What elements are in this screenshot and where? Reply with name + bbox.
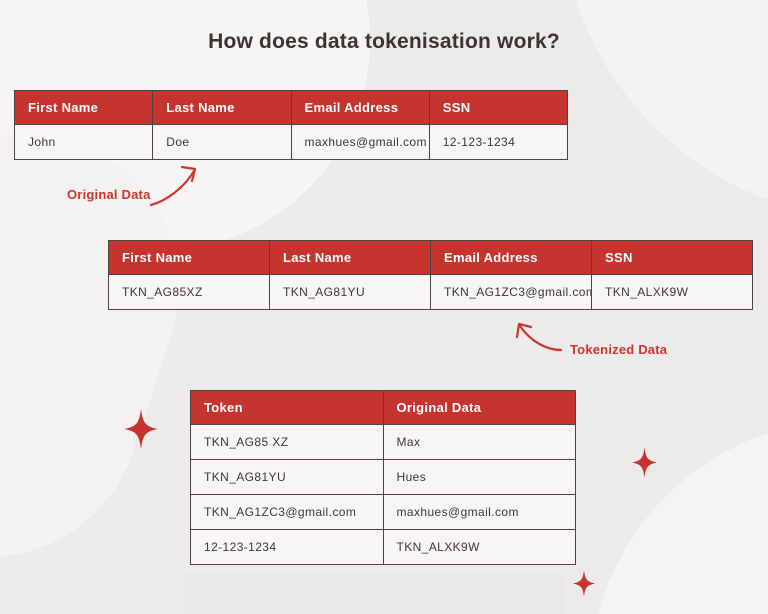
column-header: Email Address (430, 240, 592, 275)
sparkle-icon (632, 447, 657, 478)
table-cell: TKN_ALXK9W (382, 529, 576, 565)
curved-arrow-up-left-icon (515, 322, 563, 352)
table-cell: TKN_AG1ZC3@gmail.com (190, 494, 384, 530)
table-cell: TKN_ALXK9W (591, 274, 753, 310)
sparkle-icon (573, 570, 595, 597)
column-header: SSN (591, 240, 753, 275)
column-header: First Name (13, 90, 154, 125)
column-header: First Name (108, 240, 270, 275)
table-cell: Doe (152, 124, 292, 160)
table-cell: TKN_AG85 XZ (190, 424, 384, 460)
table-cell: TKN_AG85XZ (108, 274, 270, 310)
curved-arrow-up-right-icon (149, 165, 197, 207)
table-cell: 12-123-1234 (190, 529, 384, 565)
column-header: Original Data (382, 390, 576, 425)
column-header: Token (190, 390, 384, 425)
page-title: How does data tokenisation work? (208, 30, 560, 53)
table-cell: maxhues@gmail.com (382, 494, 576, 530)
table-cell: Hues (382, 459, 576, 495)
background-blob-bottom-right (590, 420, 768, 614)
column-header: Last Name (152, 90, 292, 125)
table-cell: John (13, 124, 154, 160)
table-cell: TKN_AG1ZC3@gmail.com (430, 274, 592, 310)
column-header: Email Address (290, 90, 430, 125)
column-header: Last Name (269, 240, 431, 275)
original-data-label: Original Data (67, 187, 151, 202)
table-cell: Max (382, 424, 576, 460)
tokenized-data-label: Tokenized Data (570, 342, 668, 357)
table-cell: 12-123-1234 (428, 124, 569, 160)
table-cell: maxhues@gmail.com (290, 124, 430, 160)
table-cell: TKN_AG81YU (190, 459, 384, 495)
table-cell: TKN_AG81YU (269, 274, 431, 310)
column-header: SSN (428, 90, 569, 125)
sparkle-icon (124, 409, 158, 449)
background-blob-bottom (185, 572, 565, 614)
